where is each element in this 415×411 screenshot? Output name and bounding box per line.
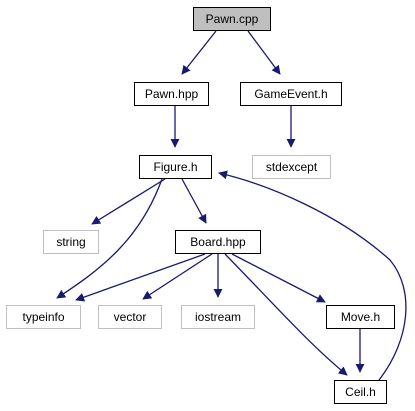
edge-pawn-cpp-to-gameevent-h: [247, 30, 281, 75]
edge-board-hpp-to-ceil-h: [224, 253, 348, 376]
edge-board-hpp-to-typeinfo: [75, 253, 206, 302]
node-pawn-cpp[interactable]: Pawn.cpp: [193, 7, 271, 31]
edge-board-hpp-to-move-h: [231, 253, 326, 303]
edge-figure-h-to-string: [91, 178, 166, 225]
edge-board-hpp-to-vector: [142, 253, 213, 300]
node-figure-h[interactable]: Figure.h: [139, 155, 212, 179]
edge-ceil-h-to-figure-h: [218, 170, 407, 381]
node-board-hpp[interactable]: Board.hpp: [175, 230, 261, 254]
edge-figure-h-to-board-hpp: [181, 178, 207, 224]
edge-figure-h-to-typeinfo: [56, 178, 163, 299]
node-vector: vector: [98, 305, 162, 329]
node-string: string: [43, 230, 99, 254]
node-move-h[interactable]: Move.h: [326, 305, 395, 329]
edge-pawn-cpp-to-pawn-hpp: [181, 30, 217, 75]
node-pawn-hpp[interactable]: Pawn.hpp: [134, 82, 209, 106]
node-stdexcept: stdexcept: [252, 155, 331, 179]
node-typeinfo: typeinfo: [6, 305, 81, 329]
node-iostream: iostream: [181, 305, 255, 329]
node-ceil-h[interactable]: Ceil.h: [334, 380, 387, 404]
node-gameevent-h[interactable]: GameEvent.h: [240, 82, 342, 106]
